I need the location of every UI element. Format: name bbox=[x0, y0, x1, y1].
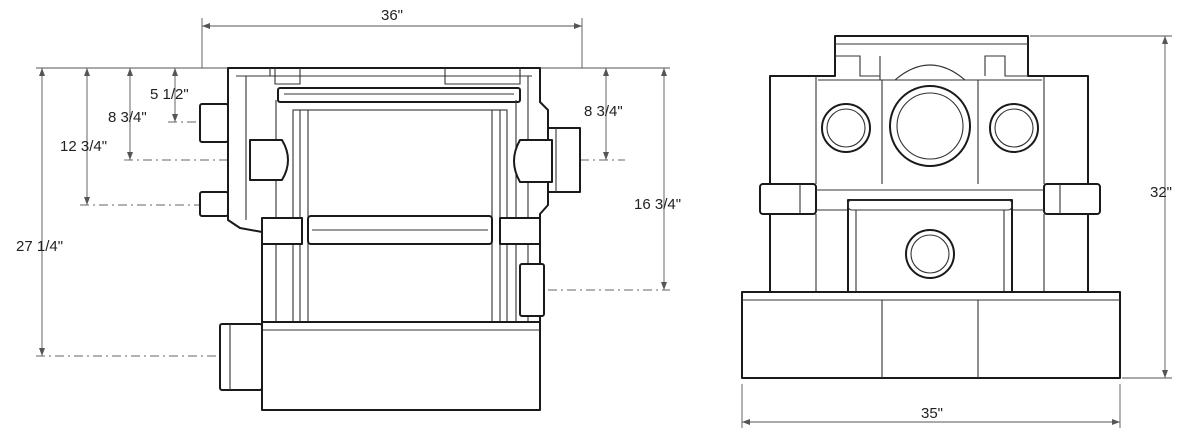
front-top-recess-left bbox=[835, 55, 881, 80]
front-port-left bbox=[821, 103, 871, 153]
front-view-body bbox=[741, 35, 1121, 379]
front-port-center bbox=[889, 85, 971, 167]
side-flange-right bbox=[499, 217, 541, 245]
dim-arrow bbox=[574, 23, 582, 29]
dim-label-16-3-4: 16 3/4" bbox=[634, 196, 681, 213]
dim-arrow bbox=[84, 68, 90, 76]
dim-label-front-width: 35" bbox=[921, 405, 943, 422]
front-port-right bbox=[989, 103, 1039, 153]
front-lower-chamber-lid bbox=[847, 199, 1013, 211]
side-inlet-lower bbox=[199, 191, 229, 217]
front-port-lower bbox=[905, 229, 955, 279]
side-view: 36" 27 1/4" 12 3/4" 8 3/4" 5 1/2" 8 3/4"… bbox=[16, 7, 681, 411]
side-base bbox=[261, 321, 541, 411]
dim-arrow bbox=[661, 282, 667, 290]
dim-arrow bbox=[603, 68, 609, 76]
side-inlet-right bbox=[513, 139, 553, 183]
dim-arrow bbox=[1162, 36, 1168, 44]
dim-arrow bbox=[1162, 370, 1168, 378]
front-port-lower-inner bbox=[910, 234, 950, 274]
front-base bbox=[741, 291, 1121, 379]
dim-arrow bbox=[39, 348, 45, 356]
dim-arrow bbox=[84, 197, 90, 205]
dim-arrow bbox=[661, 68, 667, 76]
dim-arrow bbox=[172, 68, 178, 76]
dim-label-8-3-4-left: 8 3/4" bbox=[108, 109, 147, 126]
side-outlet-right bbox=[519, 263, 545, 317]
side-flange-left bbox=[261, 217, 303, 245]
side-inlet-middle bbox=[249, 139, 289, 181]
front-top-arch bbox=[894, 64, 966, 81]
side-base-outlet bbox=[219, 323, 263, 391]
dim-label-front-height: 32" bbox=[1150, 184, 1172, 201]
front-top-recess-right bbox=[984, 55, 1028, 77]
side-inlet-upper bbox=[199, 103, 229, 143]
side-top-notch-left bbox=[274, 68, 301, 85]
dim-arrow bbox=[127, 68, 133, 76]
dim-arrow bbox=[742, 419, 750, 425]
side-view-dimensions bbox=[36, 18, 670, 357]
front-view-dimensions bbox=[741, 35, 1172, 428]
front-port-center-inner bbox=[896, 92, 964, 160]
dim-arrow bbox=[172, 114, 178, 122]
dim-arrow bbox=[1112, 419, 1120, 425]
side-top-notch-right bbox=[444, 68, 521, 85]
dim-label-width-top: 36" bbox=[381, 7, 403, 24]
dim-arrow bbox=[127, 152, 133, 160]
dim-arrow bbox=[202, 23, 210, 29]
dim-label-12-3-4: 12 3/4" bbox=[60, 138, 107, 155]
dim-arrow bbox=[39, 68, 45, 76]
front-collar-left bbox=[759, 183, 817, 215]
front-view: 32" 35" bbox=[741, 35, 1172, 428]
dim-label-5-1-2: 5 1/2" bbox=[150, 86, 189, 103]
side-view-body bbox=[199, 67, 581, 411]
front-collar-right bbox=[1043, 183, 1101, 215]
front-port-right-inner bbox=[994, 108, 1034, 148]
front-port-left-inner bbox=[826, 108, 866, 148]
dim-arrow bbox=[603, 152, 609, 160]
dim-label-overall-height: 27 1/4" bbox=[16, 238, 63, 255]
dim-label-8-3-4-right: 8 3/4" bbox=[584, 103, 623, 120]
side-lid-plate bbox=[277, 87, 521, 103]
